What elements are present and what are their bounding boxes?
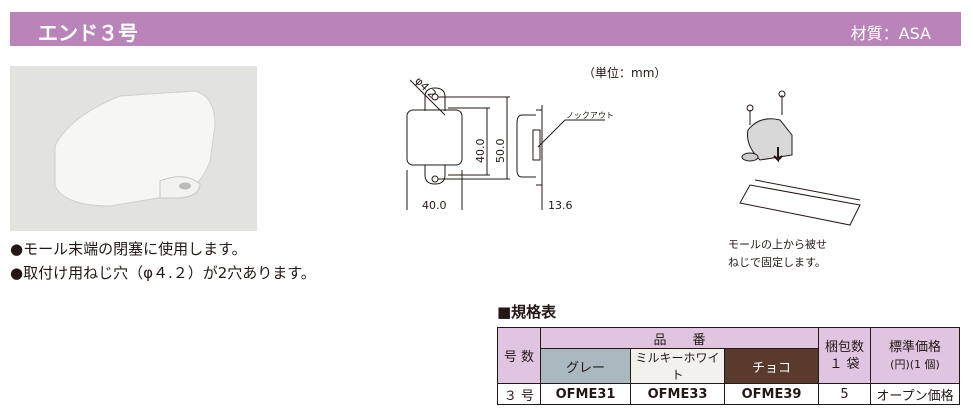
outer-height-label: 50.0 xyxy=(494,139,507,164)
install-caption-2: ねじで固定します。 xyxy=(728,256,826,269)
code-white: OFME33 xyxy=(630,383,725,405)
material-label: 材質：ASA xyxy=(850,24,931,43)
header-number: 号 数 xyxy=(497,327,541,384)
row-pack: 5 xyxy=(818,383,871,405)
feature-1: ●モール末端の閉塞に使用します。 xyxy=(10,240,247,258)
spec-table-title: ■規格表 xyxy=(497,303,557,321)
row-price: オープン価格 xyxy=(870,383,960,405)
header-part: 品 番 xyxy=(540,327,819,349)
color-milky-white: ミルキーホワイト xyxy=(630,348,725,384)
knockout-label: ノックアウト xyxy=(566,111,614,120)
install-illustration xyxy=(739,90,861,226)
title-bar: エンド３号 材質：ASA xyxy=(10,12,961,46)
row-number: ３ 号 xyxy=(497,383,541,405)
hole-label: φ4.2 xyxy=(412,75,439,101)
feature-2: ●取付け用ねじ穴（φ４.２）が2穴あります。 xyxy=(10,264,316,282)
product-photo xyxy=(10,66,257,231)
dimension-drawing: φ4.2 40.0 50.0 40.0 13.6 ノックアウト xyxy=(406,75,614,210)
code-choco: OFME39 xyxy=(724,383,819,405)
depth-label: 13.6 xyxy=(548,199,573,210)
color-gray: グレー xyxy=(540,348,631,384)
width-label: 40.0 xyxy=(422,199,447,210)
color-choco: チョコ xyxy=(724,348,819,384)
install-caption-1: モールの上から被せ xyxy=(728,238,827,251)
header-price: 標準価格(円)(1 個) xyxy=(870,327,960,384)
end-cap-image xyxy=(54,90,216,207)
page-title: エンド３号 xyxy=(38,21,138,45)
unit-label: （単位：mm） xyxy=(583,66,667,80)
inner-height-label: 40.0 xyxy=(474,139,487,164)
code-gray: OFME31 xyxy=(540,383,631,405)
table-row: ３ 号 OFME31 OFME33 OFME39 5 オープン価格 xyxy=(497,383,960,405)
